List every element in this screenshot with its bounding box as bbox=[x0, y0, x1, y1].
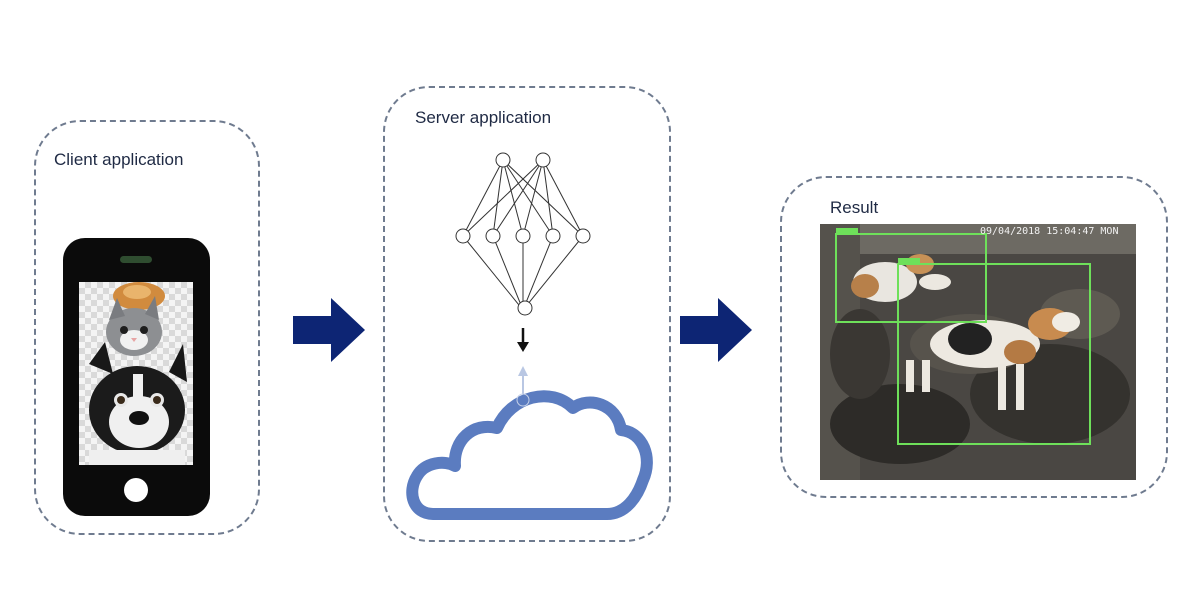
result-timestamp: 09/04/2018 15:04:47 MON bbox=[980, 226, 1119, 237]
client-application-title: Client application bbox=[54, 150, 184, 169]
phone-speaker bbox=[120, 256, 152, 263]
neural-network-icon bbox=[455, 152, 591, 308]
result-image: 09/04/2018 15:04:47 MON bbox=[820, 224, 1136, 480]
pets-photo bbox=[89, 282, 187, 465]
cloud-icon bbox=[406, 366, 653, 520]
down-arrow-icon bbox=[517, 328, 529, 352]
phone-screen-photo bbox=[79, 282, 193, 465]
output-node-icon bbox=[517, 300, 533, 316]
result-title: Result bbox=[830, 198, 879, 217]
right-arrow-icon bbox=[293, 298, 365, 362]
client-application-panel: Client application bbox=[34, 120, 260, 535]
dogs-detection-photo bbox=[820, 224, 1136, 480]
server-application-title: Server application bbox=[415, 108, 552, 127]
phone-home-button bbox=[124, 478, 148, 502]
result-panel: Result bbox=[780, 176, 1168, 498]
right-arrow-icon bbox=[680, 298, 752, 362]
server-application-panel: Server application bbox=[383, 86, 671, 542]
smartphone-icon bbox=[63, 238, 210, 516]
